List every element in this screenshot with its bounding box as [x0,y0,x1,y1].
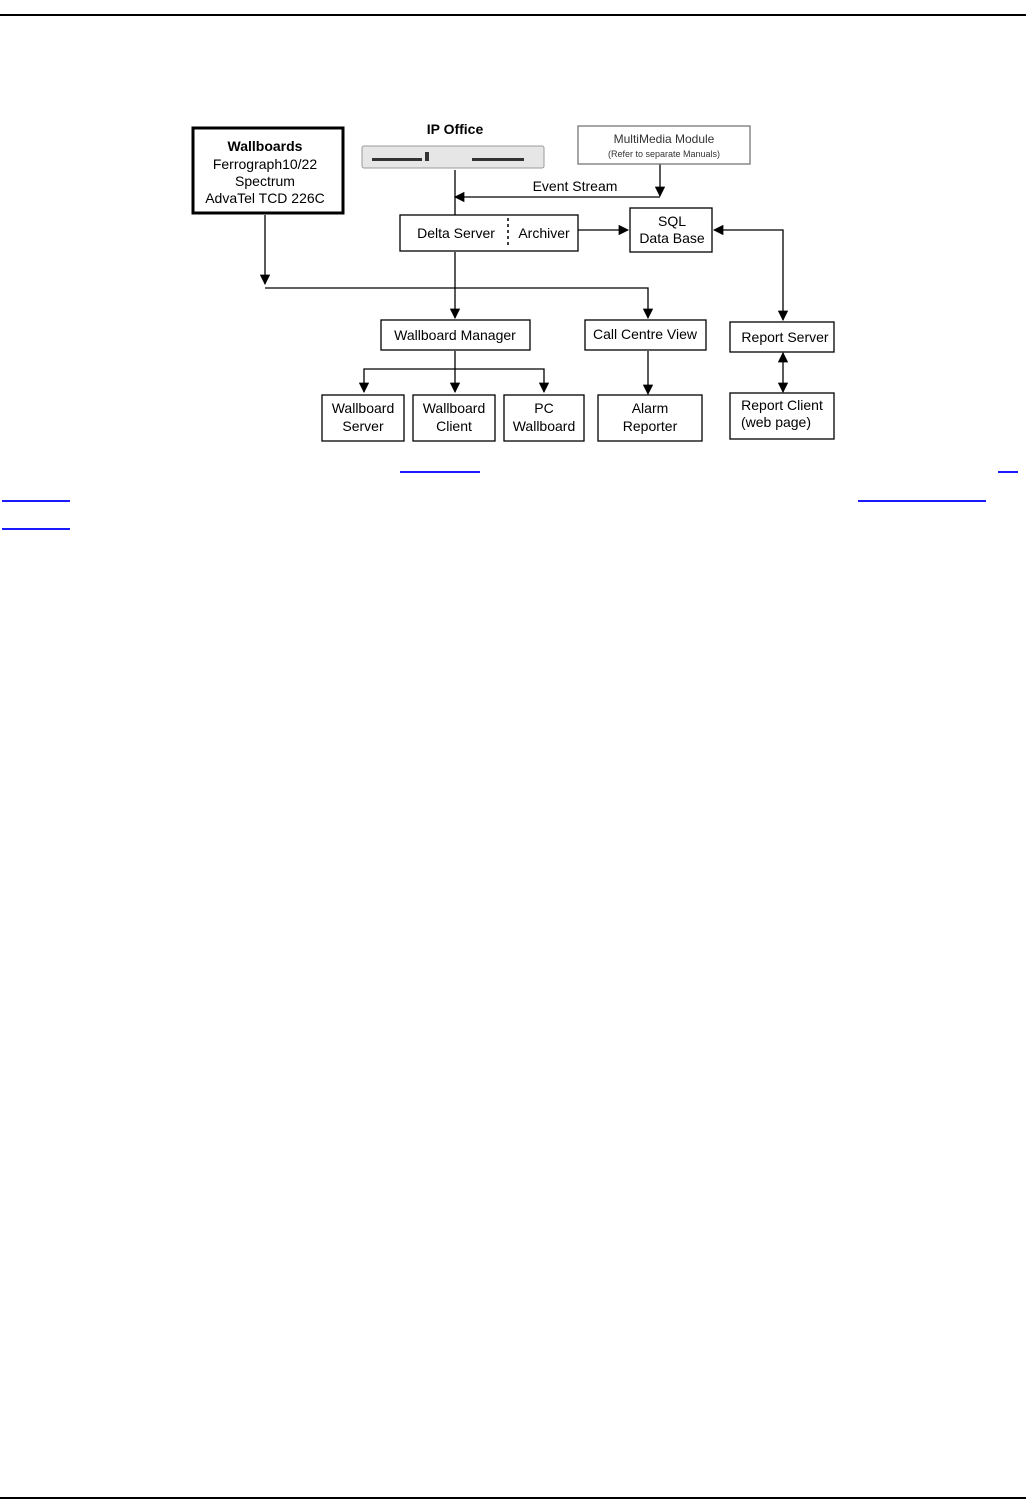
wallboards-title: Wallboards [228,138,303,154]
wallboards-line-2: Spectrum [235,173,295,189]
report-client-line-1: Report Client [741,397,823,413]
connector-bus-ccv [265,287,654,320]
archiver-label: Archiver [518,225,570,241]
footer-rule [0,1497,1026,1499]
delta-server-label: Delta Server [417,225,495,241]
pc-wallboard-line-1: PC [534,400,553,416]
alarm-reporter-box: Alarm Reporter [597,394,703,442]
link-stub-4[interactable] [858,500,986,502]
call-centre-view-label: Call Centre View [593,326,698,342]
ip-office-title: IP Office [427,121,484,137]
alarm-reporter-line-1: Alarm [632,400,669,416]
connector-wbm-left [358,368,455,394]
wallboard-manager-label: Wallboard Manager [394,327,516,343]
report-client-box: Report Client (web page) [729,392,835,440]
connector-wbm-right [455,368,550,394]
wallboard-client-line-2: Client [436,418,472,434]
device-ports-right [472,158,524,161]
system-diagram: Wallboards Ferrograph10/22 Spectrum Adva… [191,121,835,442]
event-stream-label: Event Stream [533,178,618,194]
wallboard-server-line-2: Server [342,418,384,434]
link-stub-2[interactable] [998,471,1018,473]
link-stub-1[interactable] [400,471,480,473]
sql-database-box: SQL Data Base [629,207,713,253]
wallboard-client-box: Wallboard Client [412,394,496,442]
pc-wallboard-box: PC Wallboard [503,394,585,442]
wallboard-client-line-1: Wallboard [423,400,486,416]
sql-line-2: Data Base [639,230,705,246]
wallboard-server-box: Wallboard Server [321,394,405,442]
link-stub-3[interactable] [2,500,70,502]
wallboards-line-1: Ferrograph10/22 [213,156,318,172]
connectors [259,164,789,396]
multimedia-module-box: MultiMedia Module (Refer to separate Man… [577,125,751,165]
report-server-box: Report Server [729,321,835,353]
pc-wallboard-line-2: Wallboard [513,418,576,434]
link-stub-5[interactable] [2,528,70,530]
header-rule [0,14,1026,16]
wallboards-line-3: AdvaTel TCD 226C [205,190,325,206]
report-server-label: Report Server [741,329,828,345]
alarm-reporter-line-2: Reporter [623,418,678,434]
connector-sql-reportserver [712,224,789,322]
report-client-line-2: (web page) [741,414,811,430]
wallboards-box: Wallboards Ferrograph10/22 Spectrum Adva… [191,126,345,215]
multimedia-line-2: (Refer to separate Manuals) [608,149,720,159]
call-centre-view-box: Call Centre View [584,319,707,351]
delta-server-archiver-box: Delta Server Archiver [399,214,579,252]
wallboard-server-line-1: Wallboard [332,400,395,416]
ip-office-device: IP Office [361,121,545,169]
wallboard-manager-box: Wallboard Manager [380,319,531,351]
multimedia-line-1: MultiMedia Module [614,132,715,146]
sql-line-1: SQL [658,213,686,229]
device-ports-left [372,152,429,161]
